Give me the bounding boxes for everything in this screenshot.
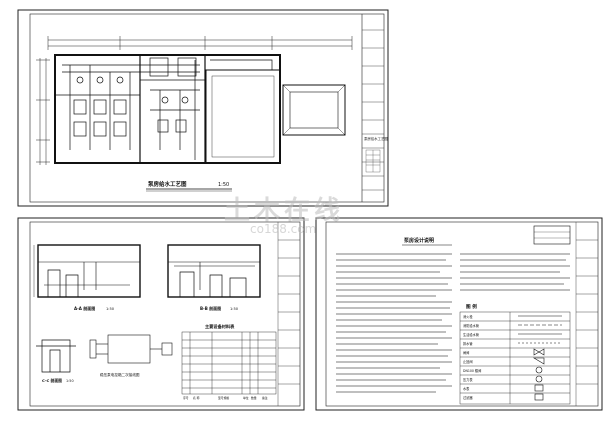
legend-item-drain-pipe: 排水管 [463,341,473,346]
legend-item-domestic-pipe: 生活给水管 [463,332,479,337]
bottom-left-sheet-border [17,217,305,411]
section-cc-title: C-C 剖面图 [42,378,62,383]
bottom-right-title-block [575,222,598,406]
watermark-url: co188.com [250,222,317,236]
watermark-brand: 土木在线 [224,196,345,226]
legend-table [459,311,571,405]
legend-symbols [518,315,562,401]
equipment-table [181,331,277,395]
equipment-table-title: 主要设备材料表 [205,323,235,330]
equip-header-unit: 单位 [243,396,249,400]
section-bb-drawing [167,244,261,298]
legend-item-hydrant: 消火栓 [463,314,473,319]
bottom-left-title-block [277,222,300,406]
water-tank-room [205,69,281,164]
equip-header-name: 名 称 [193,396,200,400]
top-title-block-title: 泵房给水工艺图 [364,136,388,141]
legend-items: 消火栓 消防给水管 生活给水管 排水管 闸阀 止回阀 DN100 蝶阀 压力表 … [463,314,481,400]
top-title-block: 泵房给水工艺图 [361,14,388,202]
legend-item-water-meter: 水表 [463,386,470,391]
pump-piping-network [62,57,273,160]
legend-item-check-valve: 止回阀 [463,359,473,364]
equipment-table-header-row: 序号 名 称 型号规格 单位 数量 备注 [183,396,268,400]
outdoor-pool [282,84,346,136]
wiring-diagram-title: 稳压泵电控箱二次接线图 [100,372,140,377]
plan-scale: 1:50 [218,182,229,188]
equip-header-spec: 型号规格 [218,396,229,400]
bottom-right-sheet-border [315,217,603,411]
design-notes-body [336,253,570,393]
legend-item-gate-valve: 闸阀 [463,350,469,355]
section-bb-scale: 1:50 [230,307,239,311]
pump-room-walls [54,54,281,164]
legend-item-pressure-gauge: 压力表 [463,377,473,382]
section-cc-scale: 1:50 [66,379,74,383]
bottom-right-sheet-inner-border [325,221,599,407]
section-bb-title: B-B 剖面图 [200,305,221,311]
plan-title: 泵房给水工艺图 [148,180,187,188]
equip-header-note: 备注 [262,396,268,400]
legend-item-filter: 过滤器 [463,395,473,400]
approval-stamp-box [533,225,571,245]
legend-item-butterfly-valve: DN100 蝶阀 [463,368,481,373]
design-notes-title: 泵房设计说明 [404,237,434,244]
section-aa-title: A-A 剖面图 [74,305,95,311]
equip-header-index: 序号 [183,396,189,400]
control-wiring-diagram [89,334,173,364]
top-sheet-border [17,9,389,207]
section-aa-scale: 1:50 [106,307,115,311]
section-cc-drawing [36,339,76,373]
legend-item-fire-pipe: 消防给水管 [463,323,479,328]
section-aa-drawing [33,244,141,298]
top-sheet-inner-border [29,13,385,203]
equip-header-qty: 数量 [251,396,257,400]
plan-dimension-lines [36,36,353,165]
legend-title: 图 例 [466,303,477,310]
bottom-left-sheet-inner-border [29,221,301,407]
